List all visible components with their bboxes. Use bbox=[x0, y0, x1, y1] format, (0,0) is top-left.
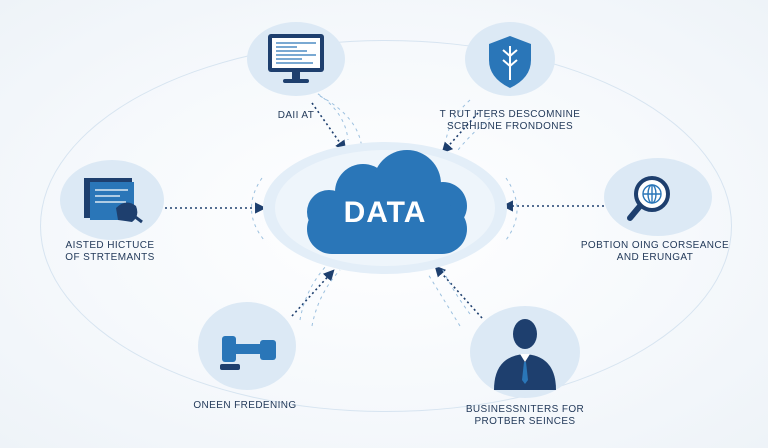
node-right-label: POBTION OING CORSEANCE AND ERUNGAT bbox=[580, 240, 730, 263]
arrow-bottom-left bbox=[291, 269, 335, 317]
node-bottom-left[interactable] bbox=[198, 302, 296, 390]
node-top-right[interactable] bbox=[465, 22, 555, 96]
node-bottom-right-label: BUSINESSNITERS FOR PROTBER SEINCES bbox=[465, 404, 585, 427]
node-right[interactable] bbox=[604, 158, 712, 236]
node-left[interactable] bbox=[60, 160, 164, 240]
arrow-top-right bbox=[441, 112, 479, 154]
node-top-right-label: T RUT ITERS DESCOMNINE SCRHIDNE FRONDONE… bbox=[439, 109, 581, 132]
magnifier-icon bbox=[627, 176, 670, 221]
node-top-left[interactable] bbox=[247, 22, 345, 96]
documents-icon bbox=[84, 178, 143, 224]
shield-icon bbox=[489, 36, 531, 88]
person-icon bbox=[494, 319, 556, 390]
center-label: DATA bbox=[343, 196, 427, 229]
node-bottom-left-label: ONEEN FREDENING bbox=[193, 400, 297, 411]
arrow-bottom-right bbox=[434, 265, 483, 319]
node-left-label: AISTED HICTUCE OF STRTEMANTS bbox=[65, 240, 155, 263]
data-cloud[interactable] bbox=[255, 130, 515, 280]
node-top-left-label: DAII AT bbox=[277, 110, 315, 121]
background-ring bbox=[40, 40, 732, 412]
node-bottom-right[interactable] bbox=[470, 306, 580, 398]
gavel-icon bbox=[220, 336, 276, 370]
monitor-icon bbox=[268, 34, 324, 83]
cloud-icon bbox=[263, 142, 507, 274]
